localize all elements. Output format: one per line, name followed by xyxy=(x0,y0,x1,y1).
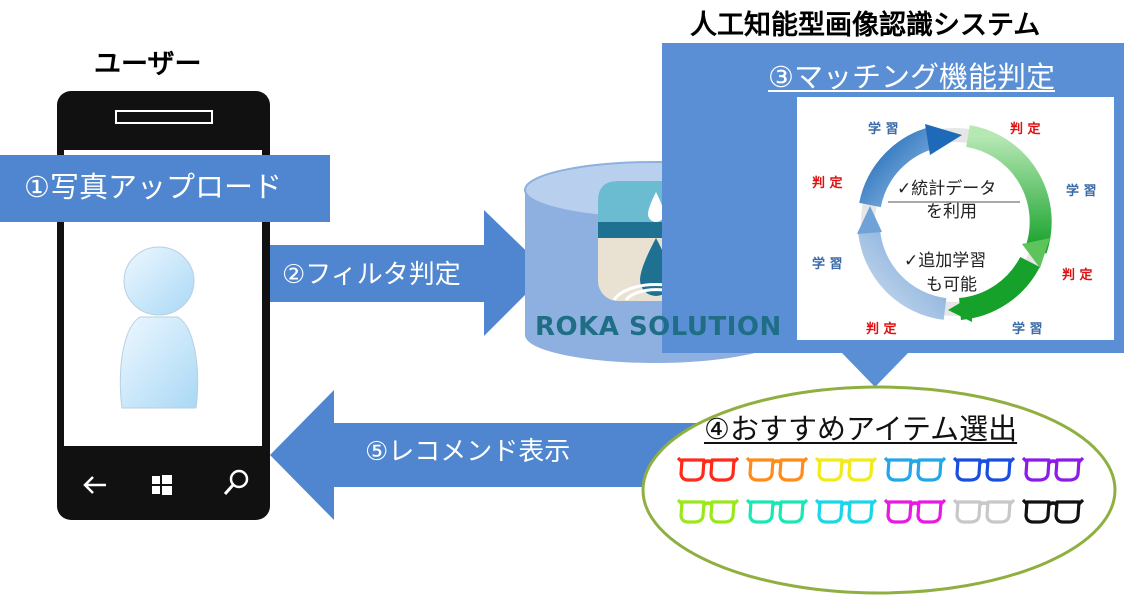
glasses-icon xyxy=(952,456,1016,482)
glasses-icon xyxy=(1021,456,1085,482)
glasses-icon xyxy=(952,498,1016,524)
glasses-icon xyxy=(814,498,878,524)
glasses-icon xyxy=(883,498,947,524)
search-icon[interactable] xyxy=(223,469,249,495)
glasses-icon xyxy=(745,498,809,524)
step-select-label: ④おすすめアイテム選出 xyxy=(704,412,1018,446)
glasses-icon xyxy=(745,456,809,482)
recommend-arrow xyxy=(270,390,700,520)
cycle-note-learn-line1: ✓追加学習 xyxy=(904,251,987,271)
glasses-icon xyxy=(814,456,878,482)
cycle-note-learn-line2: も可能 xyxy=(926,275,977,295)
system-title: 人工知能型画像認識システム xyxy=(690,10,1041,41)
back-arrow-icon[interactable] xyxy=(83,476,106,494)
glasses-grid xyxy=(676,456,1085,524)
cycle-learn-label: 学 習 xyxy=(812,257,843,272)
glasses-icon xyxy=(1021,498,1085,524)
step-upload-label: ①写真アップロード xyxy=(0,155,330,222)
panel-down-arrow xyxy=(842,353,908,387)
roka-logo-text: ROKA SOLUTION xyxy=(535,312,782,342)
cycle-learn-label: 学 習 xyxy=(1066,184,1097,199)
glasses-icon xyxy=(676,498,740,524)
learning-cycle-ring xyxy=(857,124,1052,322)
filter-arrow xyxy=(270,210,548,336)
glasses-icon xyxy=(676,456,740,482)
person-silhouette-icon xyxy=(119,246,199,409)
matching-panel xyxy=(662,43,1124,387)
cycle-judge-label: 判 定 xyxy=(812,176,843,191)
step-matching-label: ③マッチング機能判定 xyxy=(768,60,1055,94)
cycle-judge-label: 判 定 xyxy=(1062,268,1093,283)
cycle-learn-label: 学 習 xyxy=(868,122,899,137)
step-recommend-label: ⑤レコメンド表示 xyxy=(365,437,571,467)
cycle-note-stats-line2: を利用 xyxy=(926,202,977,222)
recommendation-ellipse xyxy=(641,385,1117,595)
user-title: ユーザー xyxy=(94,49,202,80)
cycle-note-stats-line1: ✓統計データ xyxy=(897,179,997,199)
cycle-judge-label: 判 定 xyxy=(1010,122,1041,137)
cycle-learn-label: 学 習 xyxy=(1012,322,1043,337)
glasses-icon xyxy=(883,456,947,482)
phone-speaker xyxy=(115,110,213,124)
windows-icon[interactable] xyxy=(152,475,172,495)
step-filter-label: ②フィルタ判定 xyxy=(282,260,461,290)
cycle-judge-label: 判 定 xyxy=(866,322,897,337)
